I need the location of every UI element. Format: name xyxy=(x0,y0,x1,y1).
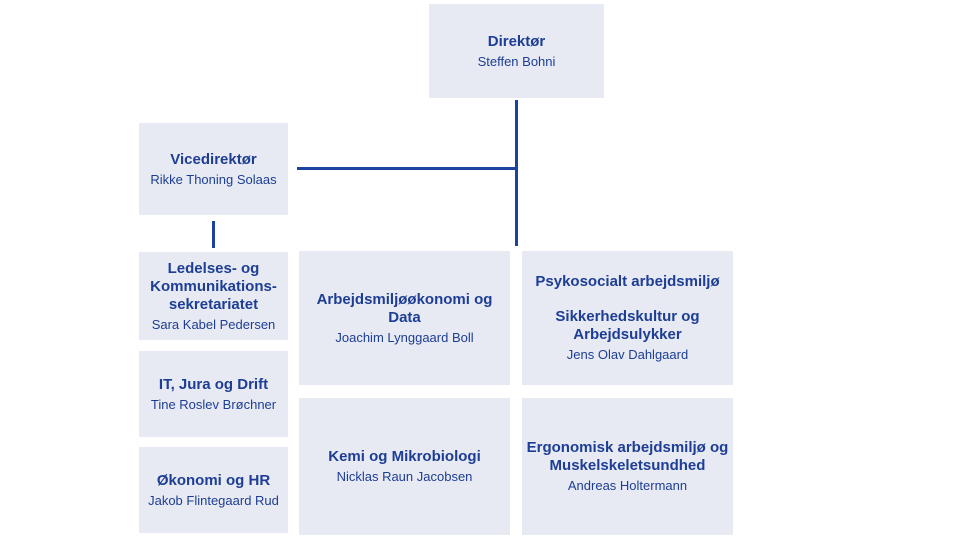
finance-hr-name: Jakob Flintegaard Rud xyxy=(148,492,279,508)
org-box-it-legal-operations: IT, Jura og Drift Tine Roslev Brøchner xyxy=(139,351,288,437)
ergonomics-title-line2: Muskelskeletsundhed xyxy=(549,457,706,474)
connector-vicedirector-horizontal xyxy=(297,167,518,170)
org-box-economics-data: Arbejdsmiljøøkonomi og Data Joachim Lyng… xyxy=(299,251,510,385)
it-legal-operations-title: IT, Jura og Drift xyxy=(158,375,269,393)
org-box-finance-hr: Økonomi og HR Jakob Flintegaard Rud xyxy=(139,447,288,533)
org-box-director: Direktør Steffen Bohni xyxy=(429,4,604,98)
connector-vicedirector-vertical xyxy=(212,221,215,248)
finance-hr-title: Økonomi og HR xyxy=(156,471,271,489)
psychosocial-title2-line1: Sikkerhedskultur og xyxy=(555,308,700,325)
management-secretariat-title-line3: sekretariatet xyxy=(168,295,259,313)
org-box-ergonomics: Ergonomisk arbejdsmiljø og Muskelskelets… xyxy=(522,398,733,535)
psychosocial-name: Jens Olav Dahlgaard xyxy=(566,347,689,362)
org-box-psychosocial: Psykosocialt arbejdsmiljø Sikkerhedskult… xyxy=(522,251,733,385)
org-box-vice-director: Vicedirektør Rikke Thoning Solaas xyxy=(139,123,288,215)
management-secretariat-title-line1: Ledelses- og xyxy=(167,259,260,277)
it-legal-operations-name: Tine Roslev Brøchner xyxy=(150,396,277,412)
director-name: Steffen Bohni xyxy=(477,53,556,69)
economics-data-title: Arbejdsmiljøøkonomi og Data xyxy=(316,290,493,326)
ergonomics-title-line1: Ergonomisk arbejdsmiljø og xyxy=(526,439,729,456)
management-secretariat-title-line2: Kommunikations- xyxy=(150,277,277,295)
director-title: Direktør xyxy=(487,32,546,50)
psychosocial-title1: Psykosocialt arbejdsmiljø xyxy=(535,273,720,290)
org-box-management-secretariat: Ledelses- og Kommunikations- sekretariat… xyxy=(139,252,288,340)
vice-director-name: Rikke Thoning Solaas xyxy=(150,171,277,187)
connector-director-vertical xyxy=(515,100,518,246)
management-secretariat-name: Sara Kabel Pedersen xyxy=(151,316,276,332)
org-box-chemistry-microbiology: Kemi og Mikrobiologi Nicklas Raun Jacobs… xyxy=(299,398,510,535)
chemistry-microbiology-title: Kemi og Mikrobiologi xyxy=(328,448,481,465)
psychosocial-title2-line2: Arbejdsulykker xyxy=(573,326,682,343)
ergonomics-name: Andreas Holtermann xyxy=(567,478,688,493)
chemistry-microbiology-name: Nicklas Raun Jacobsen xyxy=(336,469,473,484)
economics-data-name: Joachim Lynggaard Boll xyxy=(335,329,474,345)
vice-director-title: Vicedirektør xyxy=(170,150,257,168)
